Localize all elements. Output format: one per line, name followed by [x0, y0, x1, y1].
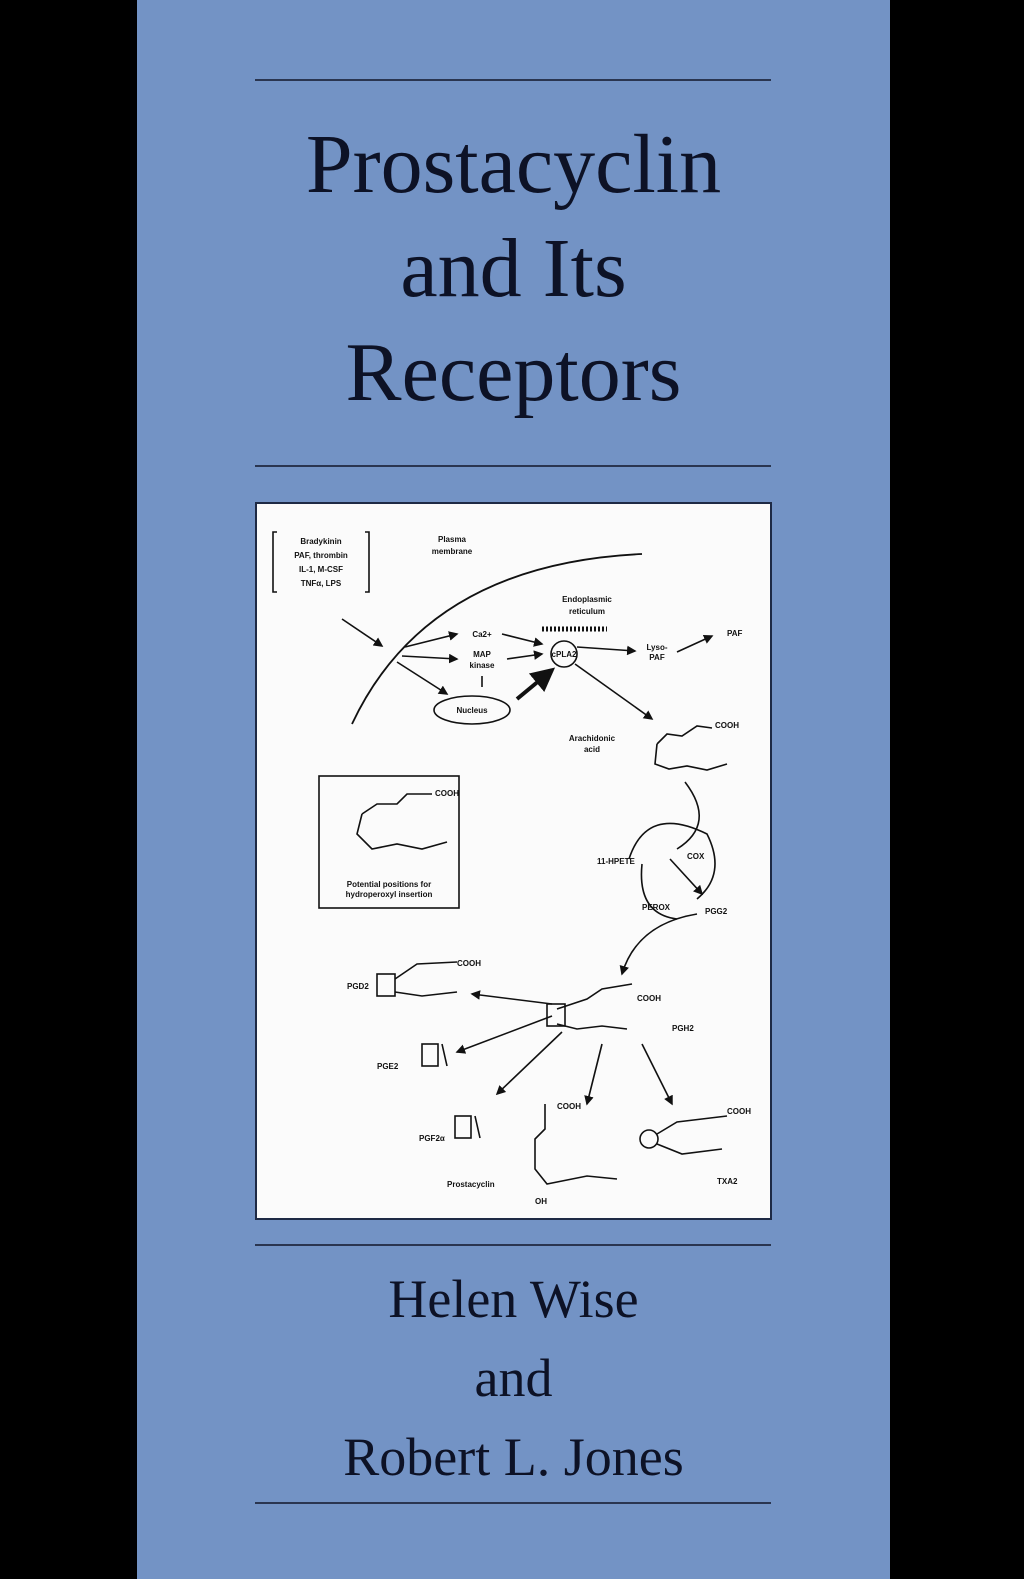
stimuli-bracket: [272, 531, 370, 593]
cpla2-circle: [550, 640, 578, 668]
cooh-label: COOH: [457, 959, 481, 968]
pgf2a-label: PGF2α: [419, 1134, 445, 1143]
pgh2-label: PGH2: [672, 1024, 694, 1033]
cox-label: COX: [687, 852, 705, 861]
paf-label: PAF: [727, 629, 743, 638]
perox-label: PEROX: [642, 903, 671, 912]
divider-rule: [255, 1244, 771, 1246]
nucleus-label: Nucleus: [456, 706, 488, 715]
calcium-label: Ca2+: [472, 630, 492, 639]
plasma-membrane-label: Plasma: [438, 535, 467, 544]
cpla2-label: cPLA2: [552, 650, 577, 659]
stimulus-label: TNFα, LPS: [301, 579, 342, 588]
cooh-label: COOH: [637, 994, 661, 1003]
title-line: Receptors: [345, 326, 682, 419]
author-line: Robert L. Jones: [343, 1427, 684, 1487]
divider-rule: [255, 1502, 771, 1504]
map-kinase-label: kinase: [470, 661, 495, 670]
txa2-label: TXA2: [717, 1177, 738, 1186]
er-label: Endoplasmic: [562, 595, 612, 604]
cooh-label: COOH: [435, 789, 459, 798]
prostacyclin-label: Prostacyclin: [447, 1180, 495, 1189]
author-line: Helen Wise: [388, 1269, 639, 1329]
book-title: Prostacyclin and Its Receptors: [137, 113, 890, 425]
lyso-paf-label: Lyso-: [646, 643, 667, 652]
lyso-paf-label: PAF: [649, 653, 665, 662]
pathway-svg: Bradykinin PAF, thrombin IL-1, M-CSF TNF…: [272, 531, 751, 1206]
pgg2-label: PGG2: [705, 907, 728, 916]
inset-caption: hydroperoxyl insertion: [346, 890, 433, 899]
cooh-label: COOH: [557, 1102, 581, 1111]
stimulus-label: Bradykinin: [300, 537, 341, 546]
inset-box: [318, 775, 460, 909]
arachidonic-acid-label: Arachidonic: [569, 734, 616, 743]
title-line: Prostacyclin: [305, 118, 722, 211]
divider-rule: [255, 465, 771, 467]
plasma-membrane-arc: [351, 553, 643, 725]
nucleus-ellipse: [433, 695, 511, 725]
stimulus-label: IL-1, M-CSF: [299, 565, 343, 574]
hpete-label: 11-HPETE: [597, 857, 635, 866]
pgd2-label: PGD2: [347, 982, 369, 991]
arachidonic-acid-label: acid: [584, 745, 600, 754]
book-authors: Helen Wise and Robert L. Jones: [137, 1260, 890, 1497]
inset-caption: Potential positions for: [347, 880, 431, 889]
map-kinase-label: MAP: [473, 650, 491, 659]
pge2-label: PGE2: [377, 1062, 399, 1071]
divider-rule: [255, 79, 771, 81]
er-label: reticulum: [569, 607, 605, 616]
stimulus-label: PAF, thrombin: [294, 551, 348, 560]
cooh-label: COOH: [727, 1107, 751, 1116]
title-line: and Its: [400, 222, 627, 315]
plasma-membrane-label: membrane: [432, 547, 473, 556]
author-line: and: [474, 1348, 553, 1408]
oh-label: OH: [535, 1197, 547, 1206]
pathway-diagram: Bradykinin PAF, thrombin IL-1, M-CSF TNF…: [255, 502, 772, 1220]
cooh-label: COOH: [715, 721, 739, 730]
